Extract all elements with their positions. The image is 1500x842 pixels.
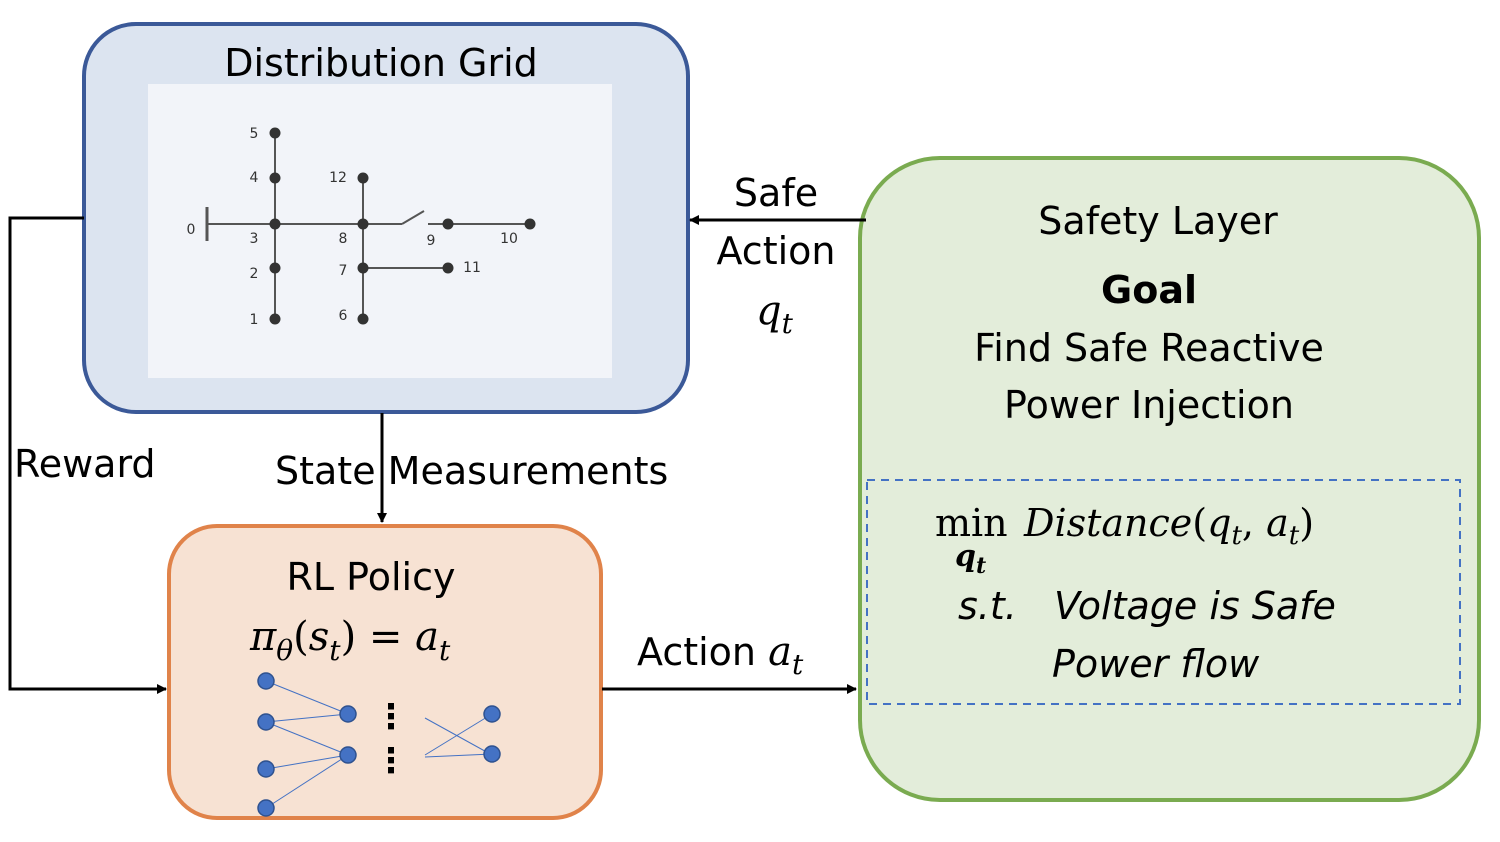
safe-action-variable: qt [756,288,794,340]
connection [265,713,349,723]
node-5 [269,127,281,139]
network-neurons [257,672,501,817]
layer-ellipsis-top: ⋮ [374,697,408,737]
input-neuron [257,799,275,817]
node-12 [357,172,369,184]
node-label-10: 10 [500,231,518,247]
hidden-neuron [339,705,357,723]
flow-arrows [8,215,866,694]
input-neuron [257,713,275,731]
node-label-9: 9 [427,233,436,249]
node-label-12: 12 [329,170,347,186]
connection [265,754,349,770]
safety-title: Safety Layer [1038,199,1278,243]
node-11 [442,262,454,274]
node-10 [524,218,536,230]
node-label-1: 1 [250,312,259,328]
node-label-11: 11 [463,260,481,276]
connection [424,753,493,758]
goal-line-2: Power Injection [1004,383,1294,427]
constraint-voltage: Voltage is Safe [1054,584,1336,628]
connection [265,680,349,715]
policy-box-frame [167,524,603,820]
policy-equation: πθ(st) = at [249,614,451,667]
layer-ellipsis-bottom: ⋮ [374,741,408,781]
node-8 [357,218,369,230]
grid-title: Distribution Grid [224,41,538,85]
policy-title: RL Policy [287,555,456,599]
constraint-power-flow: Power flow [1052,642,1260,686]
node-label-7: 7 [339,263,348,279]
objective-expression: Distance(qt, at) [1023,501,1314,551]
input-neuron [257,760,275,778]
node-4 [269,172,281,184]
node-label-4: 4 [250,170,259,186]
reward-label: Reward [14,442,156,486]
goal-heading: Goal [1101,268,1197,312]
safety-box-frame [858,156,1481,802]
reward-arrow [8,216,167,694]
action-label: Action at [637,629,804,681]
node-label-2: 2 [250,266,259,282]
connection [424,713,493,756]
node-label-3: 3 [250,231,259,247]
state-measurements-label: State Measurements [275,449,668,493]
connection [424,717,493,756]
connection [265,721,349,756]
input-neuron [257,672,275,690]
network-connections [265,680,493,809]
safe-action-label-line-1: Safe [734,171,818,215]
min-operator: min [935,501,1008,545]
node-3 [269,218,281,230]
hidden-neuron [339,746,357,764]
optimization-dashed-frame [866,479,1461,705]
node-2 [269,262,281,274]
connection [265,754,349,809]
safety-layer-box: Safety Layer Goal Find Safe Reactive Pow… [858,156,1481,802]
grid-nodes [269,127,536,325]
output-neuron [483,705,501,723]
min-variable: qt [955,539,986,579]
node-label-5: 5 [250,126,259,142]
grid-network-panel [148,84,612,378]
node-1 [269,313,281,325]
subject-to-label: s.t. [958,584,1017,628]
node-6 [357,313,369,325]
safe-action-label-line-2: Action [716,229,835,273]
goal-line-1: Find Safe Reactive [974,326,1324,370]
output-neuron [483,745,501,763]
node-9 [442,218,454,230]
rl-policy-box: RL Policy πθ(st) = at ⋮ ⋮ [167,524,603,820]
distribution-grid-box: Distribution Grid [82,22,690,414]
node-label-6: 6 [339,308,348,324]
node-label-0: 0 [187,222,196,238]
node-label-8: 8 [339,231,348,247]
node-7 [357,262,369,274]
switch-icon [401,210,425,225]
